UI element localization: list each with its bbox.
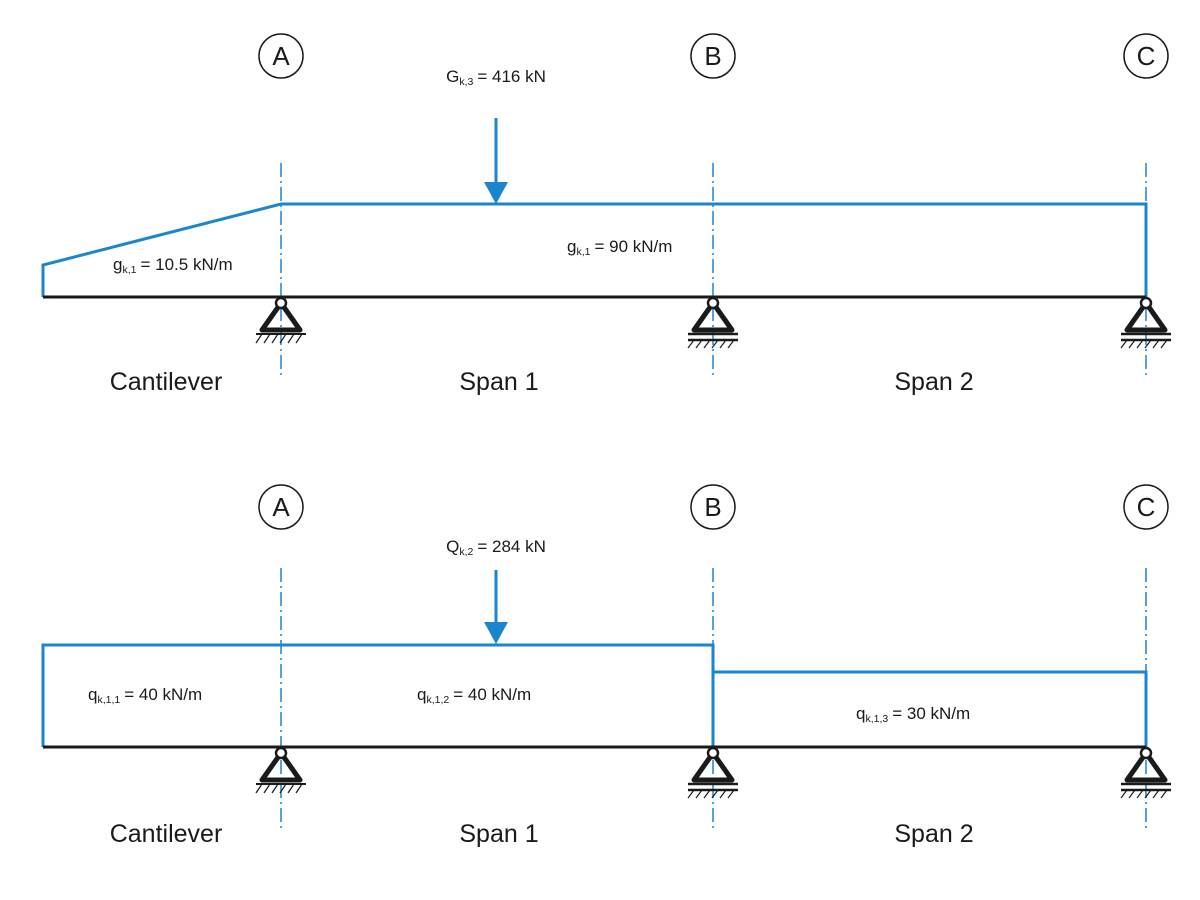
udl-label-cantilever-g: gk,1= 10.5 kN/m	[113, 255, 233, 276]
point-load-label-g: Gk,3= 416 kN	[446, 67, 546, 88]
point-load-arrowhead-g	[484, 182, 508, 204]
support-roller-c-bottom	[1120, 746, 1171, 799]
axis-bubble-c: C	[1123, 33, 1169, 79]
span-label-span2-top: Span 2	[894, 368, 973, 396]
axis-bubble-c: C	[1123, 484, 1169, 530]
span-label-cantilever-top: Cantilever	[110, 368, 223, 396]
udl-label-cantilever-q: qk,1,1= 40 kN/m	[88, 685, 202, 706]
span-label-span1-bottom: Span 1	[459, 820, 538, 848]
support-pinned-a-bottom	[255, 746, 306, 794]
udl-label-spans-g: gk,1= 90 kN/m	[567, 237, 672, 258]
udl-outline-g	[41, 202, 1148, 297]
axis-bubble-b: B	[690, 33, 736, 79]
axis-bubble-a: A	[258, 33, 304, 79]
span-label-span1-top: Span 1	[459, 368, 538, 396]
point-load-label-q: Qk,2= 284 kN	[446, 537, 546, 558]
udl-label-span2-q: qk,1,3= 30 kN/m	[856, 704, 970, 725]
span-label-cantilever-bottom: Cantilever	[110, 820, 223, 848]
axis-label-a: A	[272, 41, 290, 71]
axis-label-a: A	[272, 492, 290, 522]
support-pinned-a-top	[255, 296, 306, 344]
span-label-span2-bottom: Span 2	[894, 820, 973, 848]
axis-bubble-a: A	[258, 484, 304, 530]
udl-label-span1-q: qk,1,2= 40 kN/m	[417, 685, 531, 706]
axis-bubble-b: B	[690, 484, 736, 530]
support-roller-b-bottom	[687, 746, 738, 799]
variable-load-diagram: A B C Qk,2= 284 kN qk,1,1= 40 kN/m qk,1,…	[41, 484, 1171, 848]
axis-label-b: B	[704, 492, 721, 522]
support-roller-c-top	[1120, 296, 1171, 349]
point-load-arrowhead-q	[484, 622, 508, 644]
axis-label-b: B	[704, 41, 721, 71]
udl-outline-q	[41, 643, 1148, 747]
permanent-load-diagram: A B C Gk,3= 416 kN gk,1= 10.5 kN/m gk,1=…	[41, 33, 1171, 396]
axis-label-c: C	[1137, 492, 1156, 522]
axis-label-c: C	[1137, 41, 1156, 71]
support-roller-b-top	[687, 296, 738, 349]
